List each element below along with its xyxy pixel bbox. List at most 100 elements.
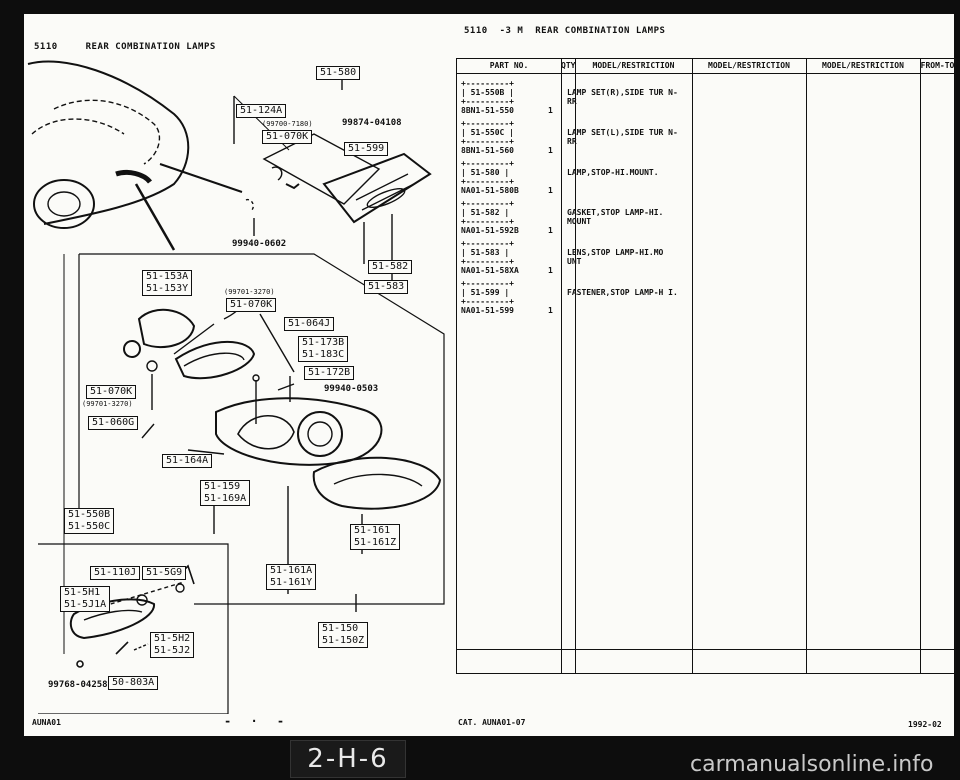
table-row: +---------+| 51-582 |+---------+ NA01-51… (457, 199, 757, 239)
callout-51-150z: 51-150Z (322, 635, 365, 646)
callout-51-124a: 51-124A (236, 104, 287, 118)
ref-box: +---------+| 51-550B |+---------+ (461, 79, 514, 106)
description: LENS,STOP LAMP-HI.MO UNT (567, 248, 664, 266)
callout-51-070k-lower: 51-070K (86, 385, 137, 399)
callout-51-582: 51-582 (368, 260, 413, 274)
header-model-1: MODEL/RESTRICTION (592, 61, 675, 70)
callout-51-5h1: 51-5H1 (64, 587, 101, 598)
table-divider (561, 59, 562, 673)
footer-left-code: AUNA01 (32, 718, 61, 727)
table-bottom-rule (457, 649, 955, 650)
table-divider (806, 59, 807, 673)
part-ref: 51-582 (470, 208, 500, 217)
callout-51-173b: 51-173B (302, 337, 345, 348)
quantity: 1 (548, 146, 553, 155)
callout-51-173b-183c: 51-173B 51-183C (298, 336, 349, 362)
right-page-header: 5110 -3 M REAR COMBINATION LAMPS (464, 26, 665, 36)
description: GASKET,STOP LAMP-HI. MOUNT (567, 208, 664, 226)
section-title: REAR COMBINATION LAMPS (85, 42, 216, 52)
parts-table: PART NO. QTY MODEL/RESTRICTION MODEL/RES… (456, 58, 956, 674)
table-row: +---------+| 51-580 |+---------+ NA01-51… (457, 159, 757, 199)
ref-box: +---------+| 51-599 |+---------+ (461, 279, 514, 306)
callout-51-070k-middle: 51-070K (226, 298, 277, 312)
callout-51-153a-153y: 51-153A 51-153Y (142, 270, 193, 296)
catalog-number: 8BN1-51-550 (461, 106, 514, 115)
footer-dashes: - · - (224, 714, 291, 728)
table-header-row: PART NO. QTY MODEL/RESTRICTION MODEL/RES… (457, 59, 955, 74)
part-ref: 51-550C (470, 128, 505, 137)
part-number-99701-3270-lower: (99701-3270) (82, 400, 133, 408)
callout-51-150: 51-150 (322, 623, 359, 634)
callout-51-153a: 51-153A (146, 271, 189, 282)
callout-51-580: 51-580 (316, 66, 361, 80)
part-ref: 51-583 (470, 248, 500, 257)
table-row: +---------+| 51-599 |+---------+ NA01-51… (457, 279, 757, 319)
description: LAMP,STOP-HI.MOUNT. (567, 168, 659, 177)
table-row: +---------+| 51-550C |+---------+ 8BN1-5… (457, 119, 757, 159)
part-number-99874-04108: 99874-04108 (342, 118, 402, 128)
catalog-page: 5110 REAR COMBINATION LAMPS 5110 -3 M RE… (24, 14, 956, 736)
table-divider (692, 59, 693, 673)
quantity: 1 (548, 226, 553, 235)
description: LAMP SET(R),SIDE TUR N-RR (567, 88, 678, 106)
part-ref: 51-580 (470, 168, 500, 177)
table-row: +---------+| 51-583 |+---------+ NA01-51… (457, 239, 757, 279)
callout-51-550b: 51-550B (68, 509, 111, 520)
catalog-number: 8BN1-51-560 (461, 146, 514, 155)
part-number-99701-3270-upper: (99701-3270) (224, 288, 275, 296)
callout-51-169a: 51-169A (204, 493, 247, 504)
callout-51-064j: 51-064J (284, 317, 335, 331)
callout-51-5j2: 51-5J2 (154, 645, 191, 656)
sheet-marker: -3 M (499, 26, 524, 36)
part-number-99940-0602: 99940-0602 (232, 239, 287, 249)
callout-51-159-169a: 51-159 51-169A (200, 480, 251, 506)
exploded-parts-diagram (27, 60, 445, 714)
footer-date: 1992-02 (908, 720, 942, 729)
left-page-header: 5110 REAR COMBINATION LAMPS (34, 42, 216, 52)
page-number-badge: 2-H-6 (290, 740, 406, 778)
description: FASTENER,STOP LAMP-H I. (567, 288, 678, 297)
catalog-number: NA01-51-580B (461, 186, 519, 195)
catalog-number: NA01-51-58XA (461, 266, 519, 275)
callout-51-5h2: 51-5H2 (154, 633, 191, 644)
callout-51-164a: 51-164A (162, 454, 213, 468)
callout-51-110j: 51-110J (90, 566, 141, 580)
callout-51-183c: 51-183C (302, 349, 345, 360)
section-title-right: REAR COMBINATION LAMPS (535, 26, 666, 36)
callout-50-803a: 50-803A (108, 676, 159, 690)
callout-51-161z: 51-161Z (354, 537, 397, 548)
table-divider (575, 59, 576, 673)
quantity: 1 (548, 186, 553, 195)
quantity: 1 (548, 266, 553, 275)
callout-51-161a-161y: 51-161A 51-161Y (266, 564, 317, 590)
callout-51-060g: 51-060G (88, 416, 139, 430)
catalog-number: NA01-51-599 (461, 306, 514, 315)
header-qty: QTY (561, 61, 576, 70)
header-from-to: FROM-TO (920, 61, 955, 70)
callout-51-5j1a: 51-5J1A (64, 599, 107, 610)
header-model-2: MODEL/RESTRICTION (708, 61, 790, 70)
callout-51-5h2-5j2: 51-5H2 51-5J2 (150, 632, 195, 658)
section-code: 5110 (34, 42, 58, 52)
catalog-number: NA01-51-592B (461, 226, 519, 235)
callout-51-5h1-5j1a: 51-5H1 51-5J1A (60, 586, 111, 612)
callout-51-5g9: 51-5G9 (142, 566, 187, 580)
callout-51-161a: 51-161A (270, 565, 313, 576)
callout-51-153y: 51-153Y (146, 283, 189, 294)
callout-51-161y: 51-161Y (270, 577, 313, 588)
quantity: 1 (548, 306, 553, 315)
header-part-no: PART NO. (489, 61, 529, 70)
header-model-3: MODEL/RESTRICTION (822, 61, 904, 70)
quantity: 1 (548, 106, 553, 115)
section-code-right: 5110 (464, 26, 488, 36)
part-ref: 51-599 (470, 288, 500, 297)
watermark: carmanualsonline.info (690, 752, 934, 777)
ref-box: +---------+| 51-550C |+---------+ (461, 119, 514, 146)
description: LAMP SET(L),SIDE TUR N-RR (567, 128, 678, 146)
part-number-99768-04258: 99768-04258 (48, 680, 108, 690)
part-number-99940-0503: 99940-0503 (324, 384, 379, 394)
callout-51-599: 51-599 (344, 142, 389, 156)
callout-51-583: 51-583 (364, 280, 409, 294)
callout-51-172b: 51-172B (304, 366, 355, 380)
ref-box: +---------+| 51-580 |+---------+ (461, 159, 514, 186)
